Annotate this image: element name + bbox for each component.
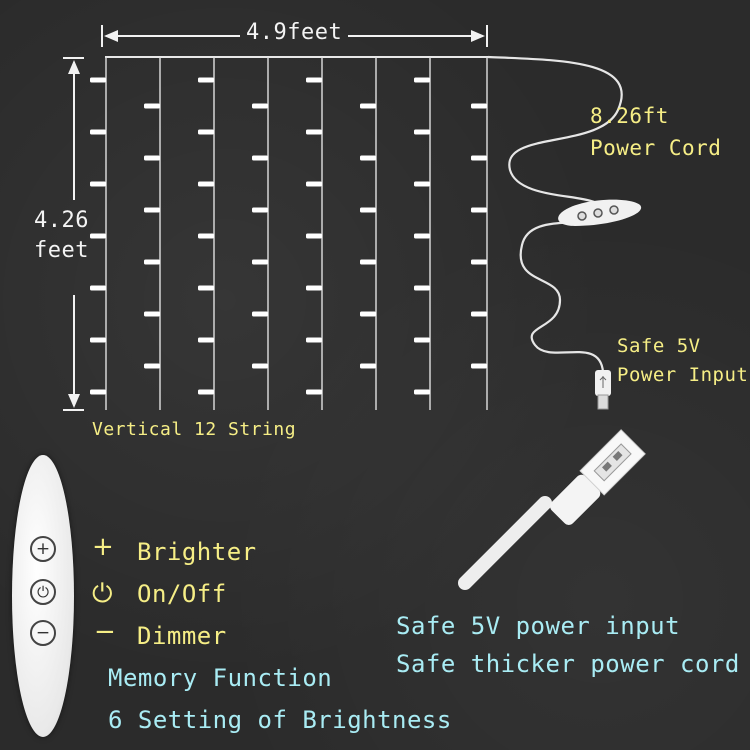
led-bulb xyxy=(90,337,106,343)
led-bulb xyxy=(144,103,160,109)
led-bulb xyxy=(198,129,214,135)
led-bulb xyxy=(414,233,430,239)
led-bulb xyxy=(360,259,376,265)
led-bulb xyxy=(306,337,322,343)
inline-controller xyxy=(558,199,642,226)
led-bulb xyxy=(360,363,376,369)
led-bulb xyxy=(471,363,487,369)
led-bulb xyxy=(144,311,160,317)
feature-brightness: 6 Setting of Brightness xyxy=(108,706,452,734)
width-arrow xyxy=(101,25,488,47)
cord-length-label: 8.26ft xyxy=(590,104,669,128)
led-bulb xyxy=(90,233,106,239)
legend-dimmer: Dimmer xyxy=(137,622,227,650)
plus-icon: + xyxy=(92,532,114,562)
led-bulb xyxy=(198,181,214,187)
led-bulb xyxy=(414,389,430,395)
small-usb-plug xyxy=(595,370,611,410)
led-bulb xyxy=(306,389,322,395)
power-input-label-1: Safe 5V xyxy=(617,335,701,357)
strings-label: Vertical 12 String xyxy=(92,419,297,440)
led-bulb xyxy=(144,363,160,369)
led-bulb xyxy=(414,181,430,187)
led-bulb xyxy=(90,181,106,187)
height-arrow xyxy=(63,57,84,411)
led-bulb xyxy=(198,389,214,395)
feature-memory: Memory Function xyxy=(108,664,333,692)
led-bulb xyxy=(306,233,322,239)
minus-icon: − xyxy=(94,617,116,647)
led-bulb xyxy=(90,77,106,83)
legend-brighter: Brighter xyxy=(137,538,257,566)
led-bulb xyxy=(198,285,214,291)
led-bulb xyxy=(90,129,106,135)
led-bulb xyxy=(252,259,268,265)
power-icon: ⏻ xyxy=(92,579,113,609)
height-label-unit: feet xyxy=(34,238,89,263)
led-bulb xyxy=(306,285,322,291)
led-bulb xyxy=(198,233,214,239)
led-bulb xyxy=(471,103,487,109)
led-bulb xyxy=(360,103,376,109)
led-bulb xyxy=(471,155,487,161)
led-bulb xyxy=(198,337,214,343)
led-bulb xyxy=(360,155,376,161)
power-input-label-2: Power Input xyxy=(617,364,749,386)
led-bulb xyxy=(144,207,160,213)
led-bulb xyxy=(306,181,322,187)
usb-feature-cord: Safe thicker power cord xyxy=(396,650,740,678)
remote-control: + ⏻ − xyxy=(12,455,74,737)
width-label: 4.9feet xyxy=(246,20,343,45)
led-bulb xyxy=(360,207,376,213)
led-bulb xyxy=(471,207,487,213)
led-bulb xyxy=(252,363,268,369)
led-bulb xyxy=(252,155,268,161)
led-bulb xyxy=(90,285,106,291)
remote-minus-button[interactable]: − xyxy=(30,620,56,646)
led-bulb xyxy=(306,77,322,83)
led-bulb xyxy=(414,285,430,291)
led-bulb xyxy=(471,311,487,317)
usb-feature-input: Safe 5V power input xyxy=(396,612,681,640)
led-bulb xyxy=(414,77,430,83)
light-strings xyxy=(90,57,488,410)
remote-power-button[interactable]: ⏻ xyxy=(30,579,56,605)
led-bulb xyxy=(414,337,430,343)
led-bulb xyxy=(252,207,268,213)
led-bulb xyxy=(144,155,160,161)
legend-on-off: On/Off xyxy=(137,580,227,608)
led-bulb xyxy=(414,129,430,135)
remote-plus-button[interactable]: + xyxy=(30,536,56,562)
led-bulb xyxy=(252,311,268,317)
led-bulb xyxy=(306,129,322,135)
led-bulb xyxy=(471,259,487,265)
cord-type-label: Power Cord xyxy=(590,136,722,160)
led-bulb xyxy=(360,311,376,317)
usb-connector xyxy=(458,429,646,590)
led-bulb xyxy=(252,103,268,109)
led-bulb xyxy=(198,77,214,83)
height-label-value: 4.26 xyxy=(34,208,89,233)
led-bulb xyxy=(90,389,106,395)
led-bulb xyxy=(144,259,160,265)
